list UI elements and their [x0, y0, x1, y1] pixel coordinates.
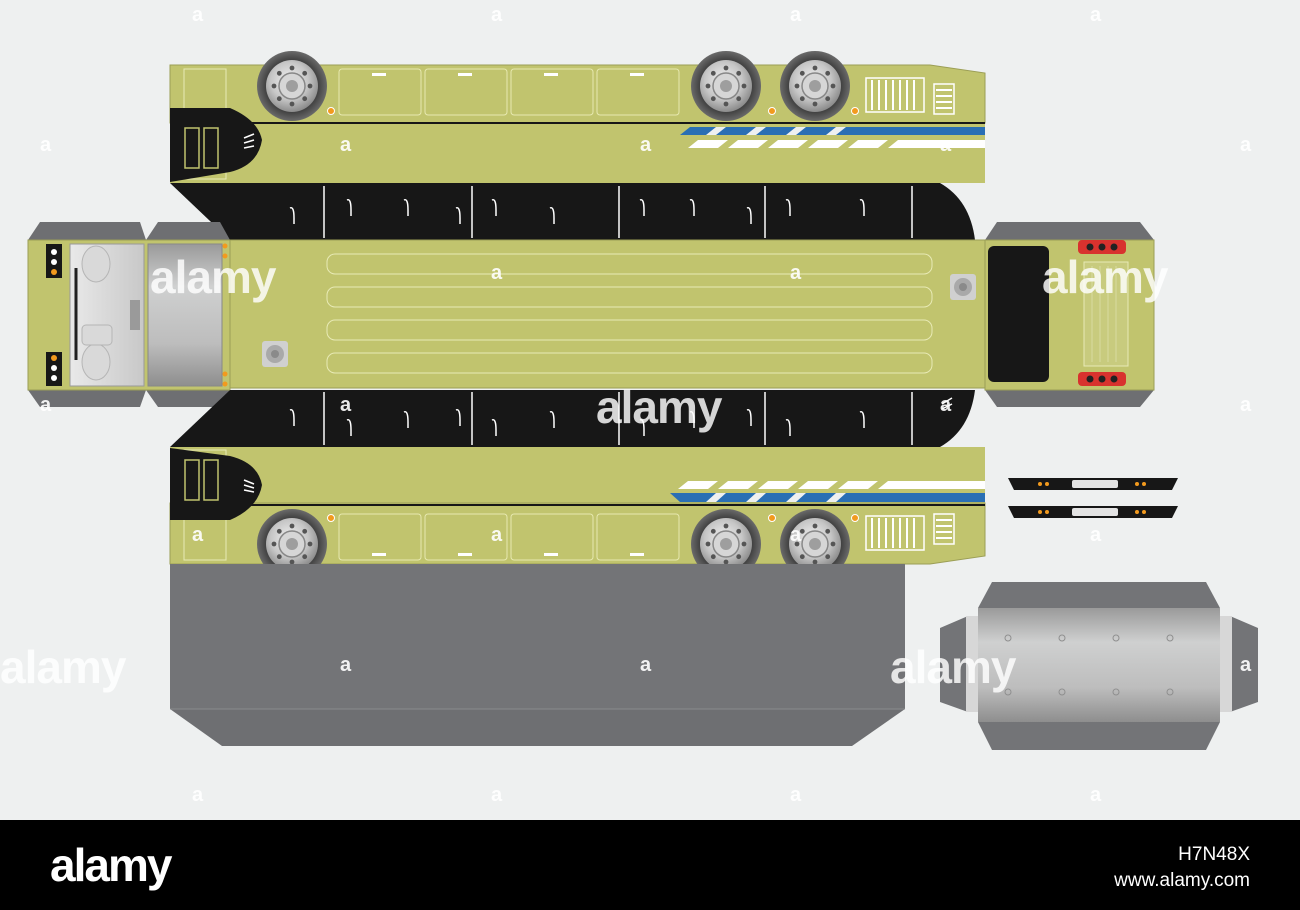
engine-hatch	[1083, 261, 1129, 367]
rear-window-cab	[147, 243, 223, 387]
wheel-icon	[779, 50, 851, 122]
passenger-windows-bottom	[170, 390, 975, 447]
tail-light-icon	[1078, 240, 1126, 254]
front-panel	[27, 222, 231, 407]
grille-icon	[865, 77, 955, 115]
bumper-strip	[1008, 478, 1178, 490]
roof-vent	[950, 274, 976, 300]
stock-footer-bar: alamy H7N48X www.alamy.com	[0, 820, 1300, 910]
wheel-icon	[690, 50, 762, 122]
tail-light-icon	[1078, 372, 1126, 386]
cab-side-window	[170, 448, 262, 520]
door-handle-icon	[372, 73, 644, 76]
passenger-windows-top	[170, 183, 975, 240]
roof-vent	[262, 341, 288, 367]
rear-window	[988, 246, 1049, 382]
truck-papercraft-template	[27, 50, 1258, 750]
image-id: H7N48X	[1178, 844, 1250, 865]
door-handle-icon	[372, 553, 644, 556]
bumper-strip	[1008, 506, 1178, 518]
wheel-icon	[256, 50, 328, 122]
site-url: www.alamy.com	[1114, 870, 1250, 891]
headlight-icon	[46, 352, 62, 386]
undercarriage-box	[940, 582, 1258, 750]
footer-logo: alamy	[50, 839, 172, 891]
footer-image-info: H7N48X www.alamy.com	[1114, 842, 1250, 894]
rear-panel	[984, 222, 1155, 407]
blue-stripe-decal	[670, 481, 985, 502]
side-panel-bottom	[169, 390, 986, 580]
floor-panel	[170, 564, 905, 746]
grille-icon	[865, 513, 955, 551]
side-panel-top	[169, 50, 986, 240]
blue-stripe-decal	[680, 127, 985, 148]
cab-side-window	[170, 108, 262, 182]
headlight-icon	[46, 244, 62, 278]
roof-panel	[229, 239, 986, 389]
